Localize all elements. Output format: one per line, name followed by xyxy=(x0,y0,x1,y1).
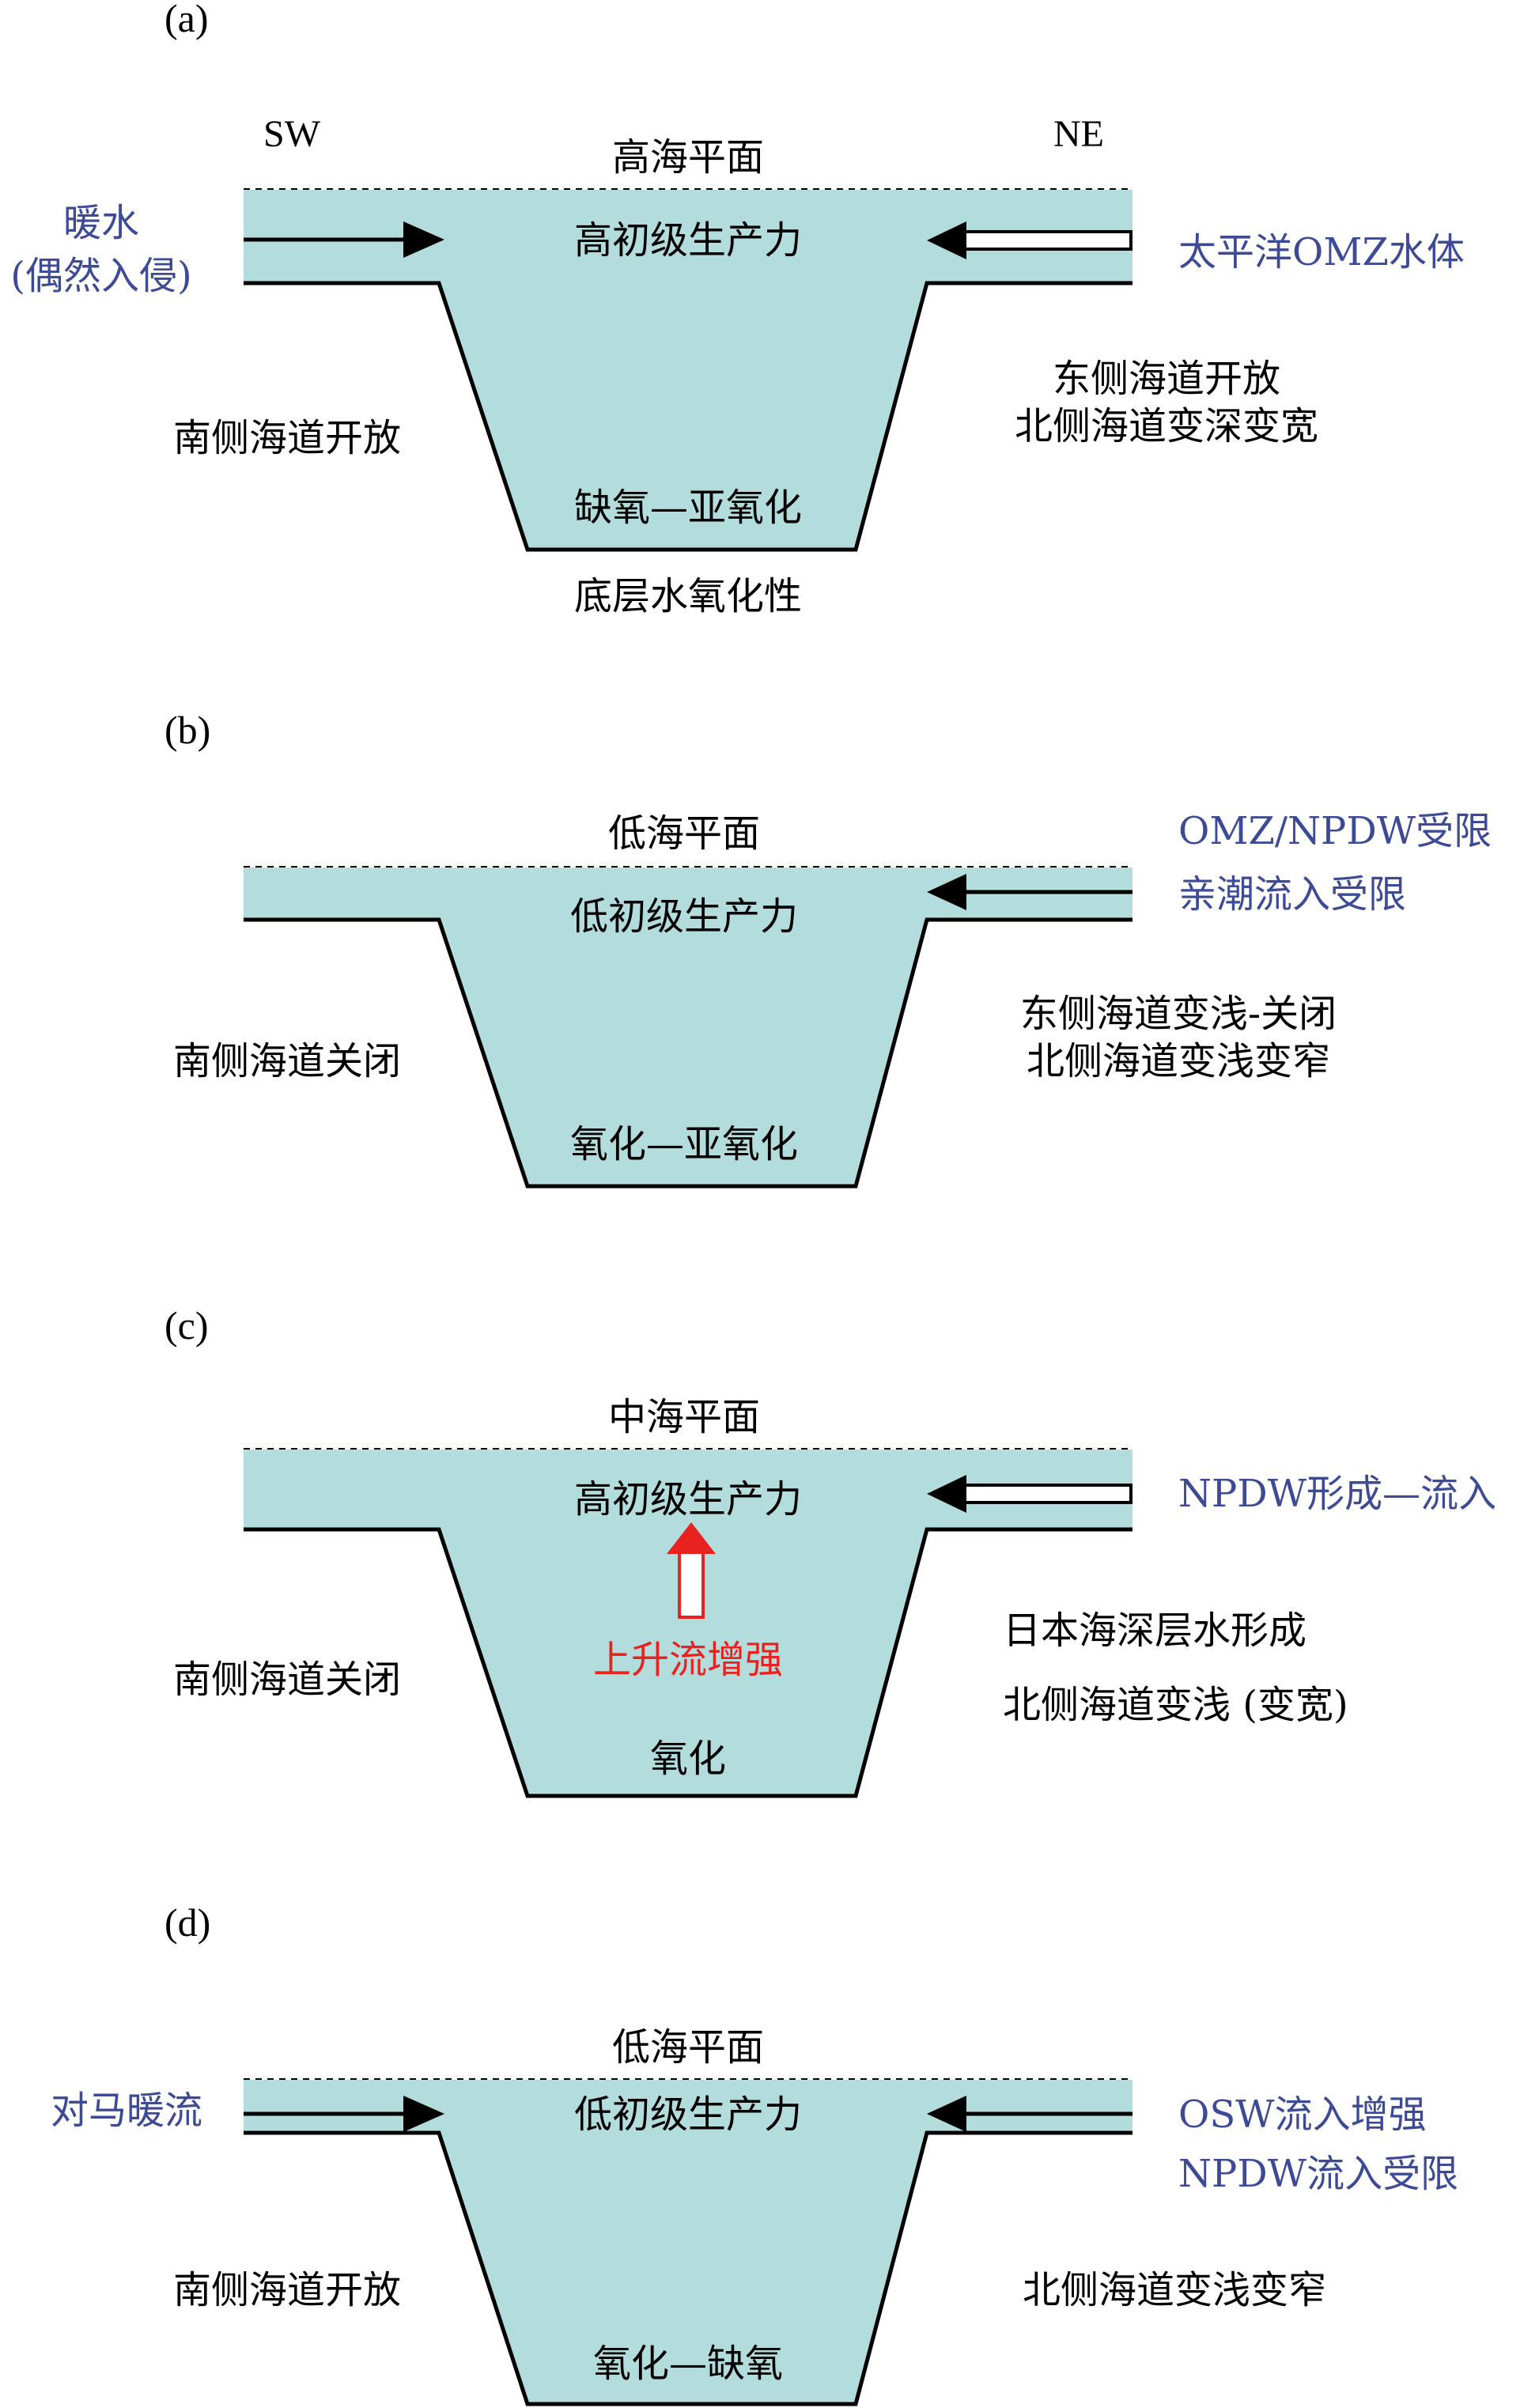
panel-c-letter: (c) xyxy=(164,1303,209,1348)
panel-a-letter: (a) xyxy=(164,0,209,40)
panel-c-npdw-hollow-arrow xyxy=(927,1475,1133,1513)
panel-c-sea-level: 中海平面 xyxy=(608,1395,760,1439)
panel-d-sea-level: 低海平面 xyxy=(612,2025,764,2070)
panel-d-osw-arrow xyxy=(927,2096,1133,2132)
panel-a-omz-hollow-arrow xyxy=(927,221,1133,259)
panel-b-omz-npdw-label: OMZ/NPDW受限 xyxy=(1178,809,1492,853)
panel-d-left-channel: 南侧海道开放 xyxy=(173,2268,401,2312)
panel-c-right-channel-1: 日本海深层水形成 xyxy=(1003,1608,1306,1653)
panel-a-right-channel-1: 东侧海道开放 xyxy=(1053,357,1280,401)
panel-d: (d) 低海平面 低初级生产力 氧化—缺氧 对马暖流 OSW流入增强 NPDW流… xyxy=(51,1900,1458,2406)
panel-c-left-channel: 南侧海道关闭 xyxy=(173,1658,401,1702)
panel-b-oyashio-label: 亲潮流入受限 xyxy=(1178,872,1406,917)
panel-a-warm-water-note: (偶然入侵) xyxy=(10,254,191,298)
panel-b-basin-state: 氧化—亚氧化 xyxy=(570,1122,798,1166)
panel-d-osw-label: OSW流入增强 xyxy=(1178,2092,1427,2137)
panel-d-letter: (d) xyxy=(164,1900,210,1945)
panel-b-sea-level: 低海平面 xyxy=(608,811,760,856)
panel-c-productivity: 高初级生产力 xyxy=(574,1477,802,1522)
panel-c-basin-state: 氧化 xyxy=(650,1737,726,1781)
panel-d-seafloor-outline xyxy=(244,2130,1133,2406)
panel-d-npdw-label: NPDW流入受限 xyxy=(1178,2152,1458,2196)
panel-c-upwelling-arrow xyxy=(667,1522,716,1619)
panel-c-right-channel-2: 北侧海道变浅 (变宽) xyxy=(1003,1683,1348,1727)
panel-a-seafloor-outline xyxy=(244,281,1133,552)
panel-a-bottom-note: 底层水氧化性 xyxy=(574,574,802,618)
panel-c-water-body xyxy=(244,1450,1133,1796)
panel-c-npdw-label: NPDW形成—流入 xyxy=(1178,1472,1496,1516)
direction-sw-label: SW xyxy=(263,113,321,155)
panel-b-letter: (b) xyxy=(164,708,210,752)
panel-b-left-channel: 南侧海道关闭 xyxy=(173,1039,401,1083)
panel-b: (b) 低海平面 低初级生产力 氧化—亚氧化 OMZ/NPDW受限 亲潮流入受限… xyxy=(164,708,1492,1189)
panel-d-right-channel: 北侧海道变浅变窄 xyxy=(1023,2268,1326,2312)
panel-d-tsushima-label: 对马暖流 xyxy=(51,2089,202,2133)
direction-ne-label: NE xyxy=(1053,113,1104,155)
panel-d-productivity: 低初级生产力 xyxy=(574,2092,802,2137)
panel-d-tsushima-arrow xyxy=(244,2096,444,2132)
panel-a-left-channel: 南侧海道开放 xyxy=(173,416,401,460)
panel-b-omz-arrow xyxy=(927,874,1133,910)
panel-b-right-channel-2: 北侧海道变浅变窄 xyxy=(1027,1039,1330,1083)
panel-b-water-body xyxy=(244,868,1133,1186)
panel-a-right-channel-2: 北侧海道变深变宽 xyxy=(1015,404,1318,448)
panel-a: (a) SW NE 高海平面 高初级生产力 缺氧—亚氧化 底层水氧化性 暖水 (… xyxy=(10,0,1465,618)
panel-a-sea-level: 高海平面 xyxy=(612,135,764,180)
panel-b-right-channel-1: 东侧海道变浅-关闭 xyxy=(1020,992,1337,1036)
panel-d-basin-state: 氧化—缺氧 xyxy=(593,2342,783,2386)
panel-a-basin-state: 缺氧—亚氧化 xyxy=(574,486,802,530)
panel-c: (c) 中海平面 高初级生产力 上升流增强 氧化 NPDW形成—流入 南侧海道关… xyxy=(164,1303,1496,1798)
panel-b-productivity: 低初级生产力 xyxy=(570,894,798,939)
panel-a-water-body xyxy=(244,190,1133,550)
panel-a-warm-water-label: 暖水 xyxy=(63,201,139,245)
panel-d-water-body xyxy=(244,2080,1133,2404)
panel-b-seafloor-outline xyxy=(244,917,1133,1189)
panel-a-pacific-omz-label: 太平洋OMZ水体 xyxy=(1178,230,1465,274)
panel-a-warm-water-arrow xyxy=(244,221,444,258)
panel-c-seafloor-outline xyxy=(244,1527,1133,1798)
panel-c-upwelling-label: 上升流增强 xyxy=(593,1638,783,1682)
panel-a-productivity: 高初级生产力 xyxy=(574,218,802,263)
